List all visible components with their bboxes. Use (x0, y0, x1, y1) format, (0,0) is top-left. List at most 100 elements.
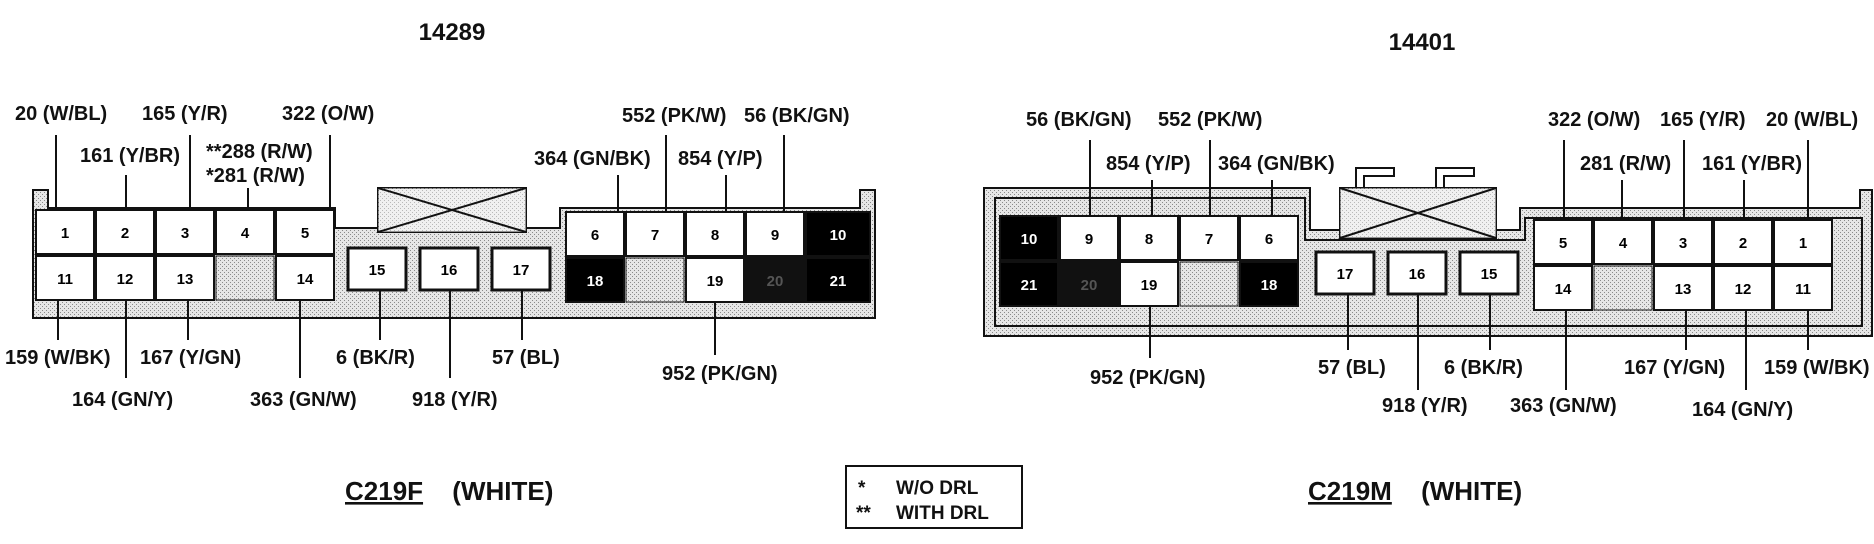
pin-f-9: 9 (745, 211, 805, 257)
pin-f-6: 6 (565, 211, 625, 257)
legend-box: * W/O DRL ** WITH DRL (845, 465, 1023, 529)
svg-text:3: 3 (1679, 235, 1687, 252)
legend-text-1: W/O DRL (896, 478, 979, 499)
pin-m-2: 2 (1713, 219, 1773, 265)
pin-m-16: 16 (1386, 250, 1448, 296)
wire-label-f-4b: *281 (R/W) (206, 165, 305, 187)
latch-f (377, 187, 527, 233)
svg-text:19: 19 (707, 273, 724, 290)
svg-text:3: 3 (181, 225, 189, 242)
svg-text:8: 8 (1145, 231, 1153, 248)
legend-text-2: WITH DRL (896, 503, 989, 524)
pin-m-4: 4 (1593, 219, 1653, 265)
pin-m-empty (1179, 261, 1239, 307)
pin-m-14: 14 (1533, 265, 1593, 311)
svg-text:4: 4 (241, 225, 250, 242)
pin-f-13: 13 (155, 255, 215, 301)
wires-m-bottom (1149, 294, 1809, 390)
pin-f-3: 3 (155, 209, 215, 255)
pin-m-20: 20 (1059, 261, 1119, 307)
wire-label-m-2: 161 (Y/BR) (1702, 153, 1802, 175)
legend-mark-2: ** (856, 503, 871, 524)
pin-m-5: 5 (1533, 219, 1593, 265)
pin-f-17: 17 (490, 246, 552, 292)
svg-text:14: 14 (297, 271, 314, 288)
wire-label-m-3: 165 (Y/R) (1660, 109, 1746, 131)
pin-f-18: 18 (565, 257, 625, 303)
svg-text:1: 1 (61, 225, 69, 242)
svg-text:5: 5 (1559, 235, 1567, 252)
svg-text:16: 16 (441, 262, 458, 279)
svg-text:4: 4 (1619, 235, 1628, 252)
connector-name-f: C219F (345, 476, 423, 506)
svg-text:15: 15 (369, 262, 386, 279)
wire-label-f-14: 363 (GN/W) (250, 389, 357, 411)
svg-text:8: 8 (711, 227, 719, 244)
part-number-f: 14289 (419, 19, 486, 46)
svg-text:2: 2 (1739, 235, 1747, 252)
pin-m-11: 11 (1773, 265, 1833, 311)
wire-label-m-8: 854 (Y/P) (1106, 153, 1190, 175)
pin-m-19: 19 (1119, 261, 1179, 307)
svg-text:2: 2 (121, 225, 129, 242)
svg-text:13: 13 (177, 271, 194, 288)
wire-label-f-13: 167 (Y/GN) (140, 347, 241, 369)
pin-f-4: 4 (215, 209, 275, 255)
svg-text:14: 14 (1555, 281, 1572, 298)
pin-m-3: 3 (1653, 219, 1713, 265)
pin-f-19: 19 (685, 257, 745, 303)
wire-label-m-1: 20 (W/BL) (1766, 109, 1858, 131)
pin-m-7: 7 (1179, 215, 1239, 261)
svg-text:20: 20 (767, 273, 784, 290)
wire-label-m-11: 159 (W/BK) (1764, 357, 1870, 379)
wire-label-m-6: 364 (GN/BK) (1218, 153, 1335, 175)
wire-label-f-1: 20 (W/BL) (15, 103, 107, 125)
svg-text:15: 15 (1481, 266, 1498, 283)
part-number-m: 14401 (1389, 29, 1456, 56)
wire-label-m-14: 363 (GN/W) (1510, 395, 1617, 417)
pin-m-17: 17 (1314, 250, 1376, 296)
wire-label-m-12: 164 (GN/Y) (1692, 399, 1793, 421)
wire-label-m-7: 552 (PK/W) (1158, 109, 1262, 131)
pin-m-empty-2 (1593, 265, 1653, 311)
wire-label-f-2: 161 (Y/BR) (80, 145, 180, 167)
pin-m-8: 8 (1119, 215, 1179, 261)
wire-label-f-6: 364 (GN/BK) (534, 148, 651, 170)
wire-label-f-8: 854 (Y/P) (678, 148, 762, 170)
svg-text:1: 1 (1799, 235, 1807, 252)
svg-text:21: 21 (830, 273, 847, 290)
pin-f-20: 20 (745, 257, 805, 303)
svg-text:9: 9 (1085, 231, 1093, 248)
svg-text:18: 18 (1261, 277, 1278, 294)
wires-m-top (1089, 140, 1809, 220)
pin-f-16: 16 (418, 246, 480, 292)
svg-text:11: 11 (1795, 281, 1811, 298)
svg-text:17: 17 (513, 262, 530, 279)
wire-label-f-16: 918 (Y/R) (412, 389, 498, 411)
pin-m-21: 21 (999, 261, 1059, 307)
svg-text:12: 12 (1735, 281, 1752, 298)
pin-m-15: 15 (1458, 250, 1520, 296)
wire-label-m-19: 952 (PK/GN) (1090, 367, 1206, 389)
pin-m-10: 10 (999, 215, 1059, 261)
svg-text:20: 20 (1081, 277, 1098, 294)
wire-label-m-4: 281 (R/W) (1580, 153, 1671, 175)
svg-text:18: 18 (587, 273, 604, 290)
pin-f-11: 11 (35, 255, 95, 301)
connector-color-f: (WHITE) (452, 476, 553, 506)
svg-text:6: 6 (591, 227, 599, 244)
pin-f-14: 14 (275, 255, 335, 301)
svg-text:7: 7 (651, 227, 659, 244)
svg-text:7: 7 (1205, 231, 1213, 248)
wires-f-top (55, 135, 785, 212)
wire-label-f-5: 322 (O/W) (282, 103, 374, 125)
connector-title-m: C219M (WHITE) (1308, 476, 1522, 506)
connector-name-m: C219M (1308, 476, 1392, 506)
connector-f-body: 1 2 3 4 5 11 12 13 14 15 16 17 6 7 8 9 1… (32, 187, 876, 319)
wire-label-m-5: 322 (O/W) (1548, 109, 1640, 131)
wire-label-f-17: 57 (BL) (492, 347, 560, 369)
svg-text:16: 16 (1409, 266, 1426, 283)
legend-mark-1: * (858, 478, 866, 499)
wire-label-m-16: 918 (Y/R) (1382, 395, 1468, 417)
